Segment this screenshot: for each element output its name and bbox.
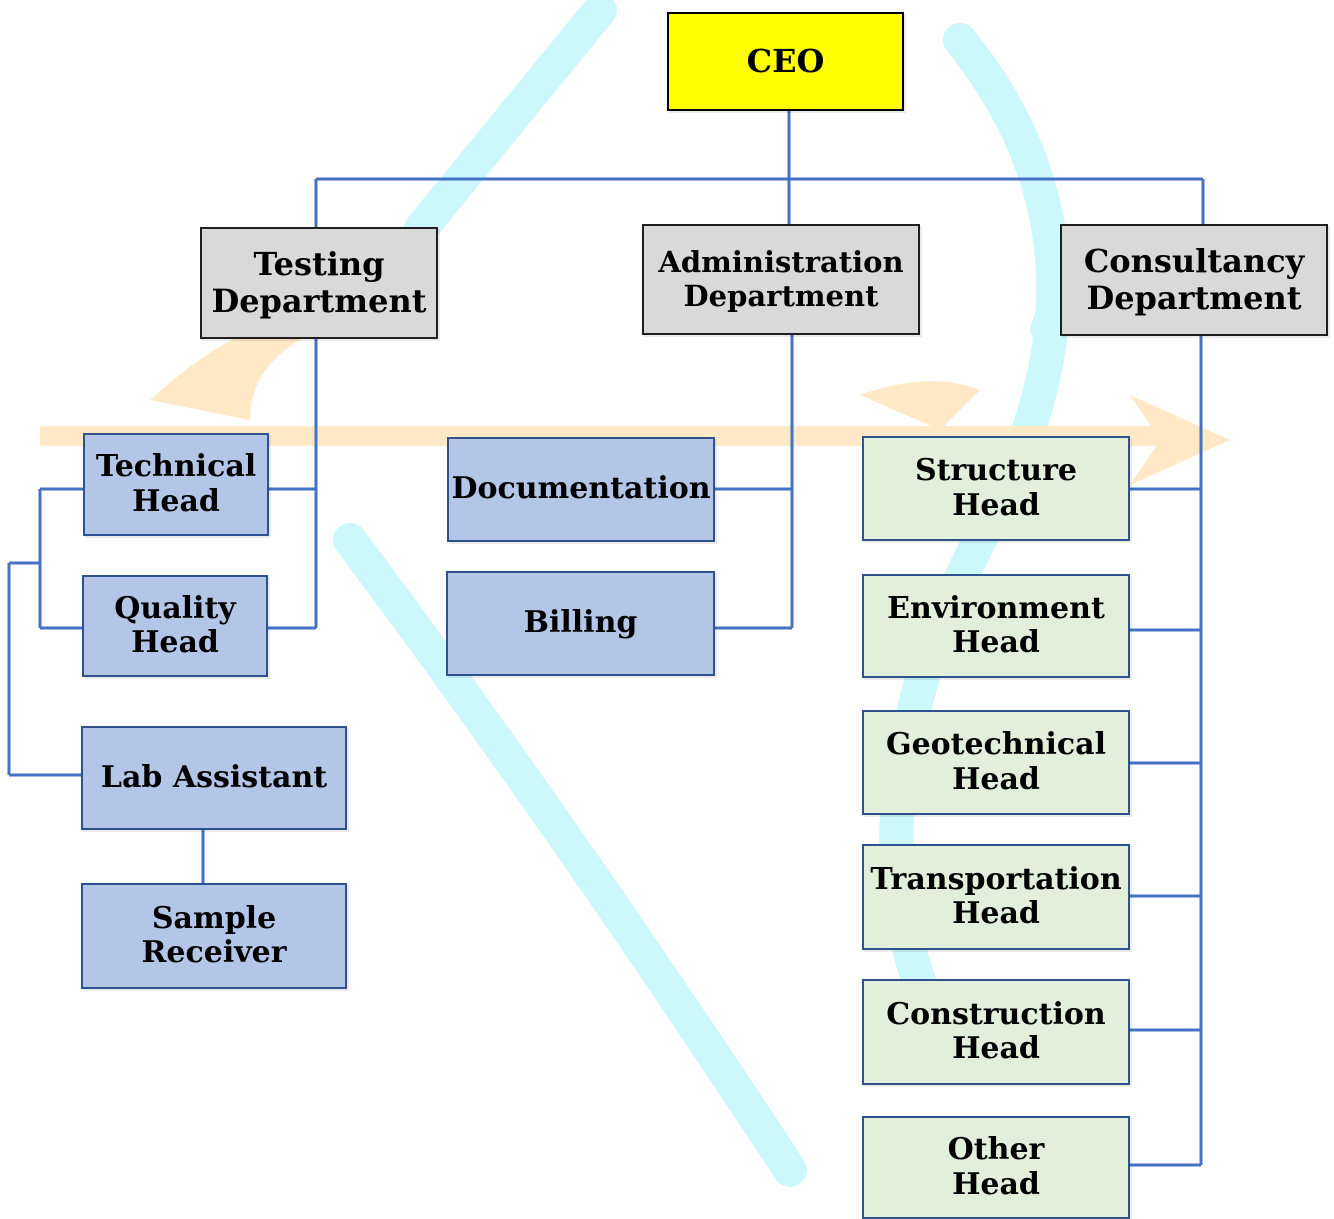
other-head-box: Other Head [862, 1116, 1130, 1219]
lab-assistant-box: Lab Assistant [81, 726, 347, 830]
structure-head-box: Structure Head [862, 436, 1130, 541]
testing-department-box: Testing Department [200, 227, 438, 339]
sample-receiver-box: Sample Receiver [81, 883, 347, 989]
construction-head-box: Construction Head [862, 979, 1130, 1085]
billing-box: Billing [446, 571, 715, 676]
transportation-head-box: Transportation Head [862, 844, 1130, 950]
quality-head-box: Quality Head [82, 575, 268, 677]
environment-head-box: Environment Head [862, 574, 1130, 678]
technical-head-box: Technical Head [83, 433, 269, 536]
documentation-box: Documentation [447, 437, 715, 542]
consultancy-department-box: Consultancy Department [1060, 224, 1328, 336]
administration-department-box: Administration Department [642, 224, 920, 335]
geotechnical-head-box: Geotechnical Head [862, 710, 1130, 815]
ceo-box: CEO [667, 12, 904, 111]
